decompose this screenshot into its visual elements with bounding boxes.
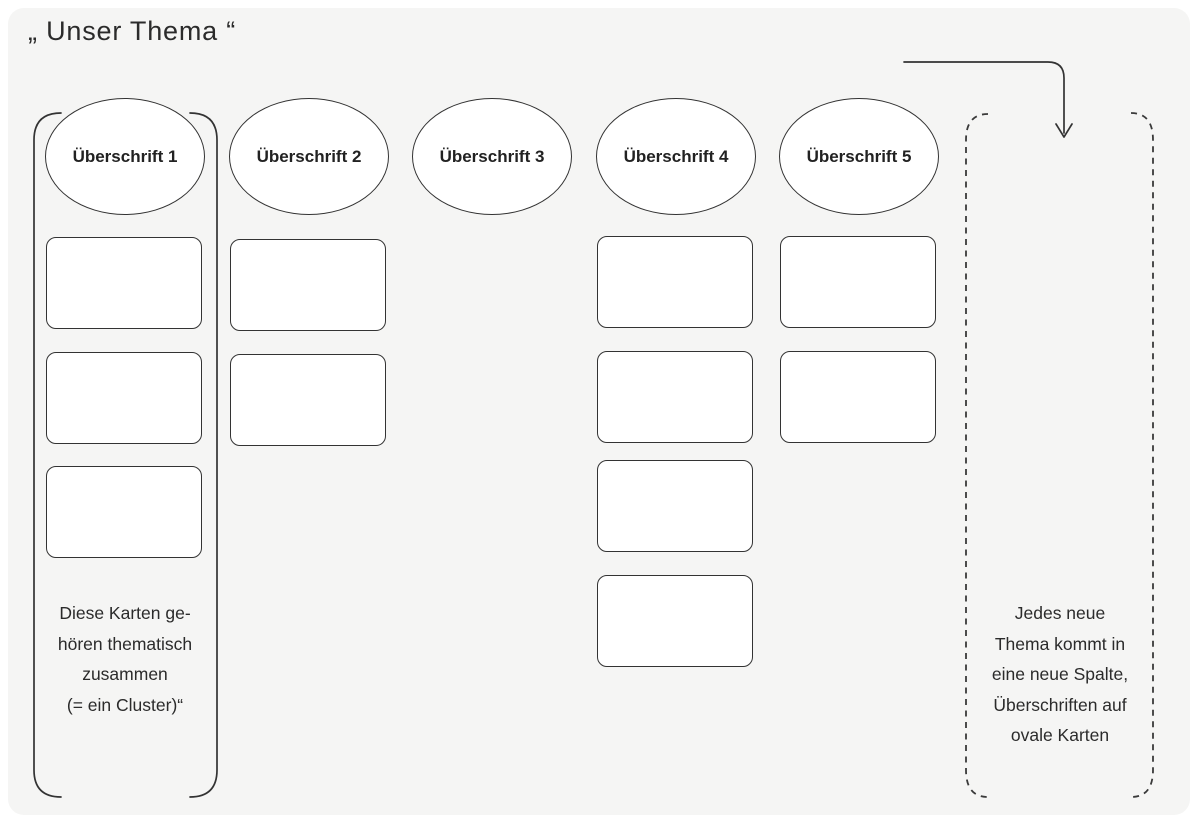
heading-label: Überschrift 1 [72, 146, 178, 166]
note-line: eine neue Spalte, [991, 664, 1129, 684]
note-line: zusammen [82, 664, 168, 684]
blank-card [597, 236, 753, 328]
note-line: Jedes neue [1014, 603, 1106, 623]
blank-card [46, 352, 202, 444]
note-line: hören thematisch [57, 633, 193, 654]
heading-oval-card: Überschrift 2 [229, 98, 389, 215]
heading-oval-card: Überschrift 1 [45, 98, 205, 215]
note-line: Überschriften auf [993, 694, 1127, 715]
blank-card [597, 575, 753, 667]
blank-card [597, 460, 753, 552]
diagram-title: „ Unser Thema “ [28, 16, 237, 46]
blank-card [597, 351, 753, 443]
heading-oval-card: Überschrift 3 [412, 98, 572, 215]
heading-label: Überschrift 4 [623, 146, 729, 166]
heading-label: Überschrift 2 [256, 146, 362, 166]
cluster-note: Diese Karten ge-hören thematisch zusammen… [33, 598, 217, 720]
blank-card [230, 354, 386, 446]
heading-oval-card: Überschrift 4 [596, 98, 756, 215]
note-line: (= ein Cluster)“ [66, 694, 184, 715]
note-line: ovale Karten [1010, 725, 1110, 745]
note-line: Thema kommt in [994, 633, 1126, 654]
blank-card [780, 351, 936, 443]
blank-card [46, 237, 202, 329]
blank-card [780, 236, 936, 328]
blank-card [230, 239, 386, 331]
heading-oval-card: Überschrift 5 [779, 98, 939, 215]
heading-label: Überschrift 3 [439, 146, 545, 166]
note-line: Diese Karten ge- [59, 603, 191, 623]
heading-label: Überschrift 5 [806, 146, 912, 166]
blank-card [46, 466, 202, 558]
